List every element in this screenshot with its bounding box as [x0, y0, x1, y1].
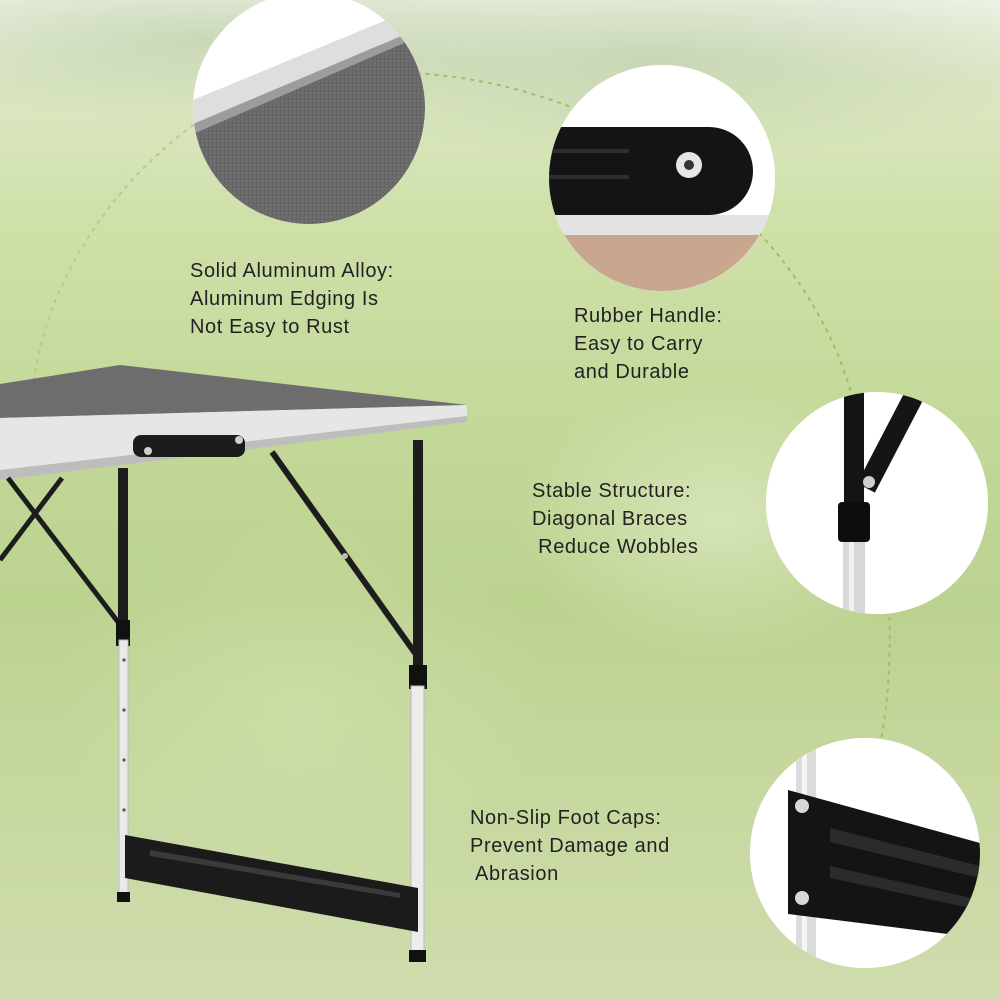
leg-highlight [849, 542, 854, 614]
feature-aluminum-line-2: Aluminum Edging Is [190, 288, 379, 310]
leg-hole [122, 658, 126, 662]
feature-footcaps-line-2: Prevent Damage and [470, 835, 670, 857]
tabletop-texture [193, 32, 425, 224]
left-brace-2 [6, 476, 120, 624]
feature-structure-line-3: Reduce Wobbles [532, 536, 699, 558]
handle-ridge [549, 149, 629, 153]
handle-rivet-left [144, 447, 152, 455]
center-leg-upper [118, 468, 128, 628]
diagonal-brace [857, 392, 925, 493]
feature-handle-text: Rubber Handle: Easy to Carry and Durable [574, 302, 723, 386]
feature-aluminum-line-3: Not Easy to Rust [190, 316, 350, 338]
feature-aluminum-line-1: Solid Aluminum Alloy: [190, 260, 394, 282]
foot-bar-groove [830, 828, 980, 878]
aluminum-edge-shadow [193, 26, 425, 134]
feature-handle-line-2: Easy to Carry [574, 333, 703, 355]
right-foot-cap [409, 950, 426, 962]
table-handle [133, 435, 245, 457]
aluminum-edge-closeup [193, 0, 425, 224]
bracket-screw [795, 891, 809, 905]
feature-handle-line-3: and Durable [574, 361, 690, 383]
bottom-foot-bar [125, 835, 418, 932]
screw-center [684, 160, 694, 170]
feature-structure-line-1: Stable Structure: [532, 480, 692, 502]
feature-structure-text: Stable Structure: Diagonal Braces Reduce … [532, 477, 699, 561]
foot-bar-groove [830, 866, 980, 910]
leg-upper-black [844, 392, 864, 510]
leg-hole [122, 758, 126, 762]
diagonal-brace-closeup [766, 392, 988, 614]
feature-footcaps-line-3: Abrasion [470, 863, 559, 885]
feature-handle-line-1: Rubber Handle: [574, 305, 723, 327]
foot-bar-groove [150, 850, 400, 898]
tabletop-surface [0, 365, 467, 418]
feature-footcaps-line-1: Non-Slip Foot Caps: [470, 807, 662, 829]
leg-clamp [838, 502, 870, 542]
left-brace-1 [0, 476, 64, 562]
rubber-handle-closeup [549, 65, 775, 291]
leg-hole [122, 708, 126, 712]
handle-ridge [549, 175, 629, 179]
bracket-screw [795, 799, 809, 813]
frame-edge [549, 215, 775, 235]
leg-hole [122, 808, 126, 812]
right-leg-upper [413, 440, 423, 685]
handle-rivet-right [235, 436, 243, 444]
brace-pivot [342, 553, 348, 559]
brace-rivet [863, 476, 875, 488]
feature-footcaps-text: Non-Slip Foot Caps: Prevent Damage and Ab… [470, 804, 670, 888]
feature-structure-line-2: Diagonal Braces [532, 508, 688, 530]
center-foot-cap [117, 892, 130, 902]
feature-aluminum-text: Solid Aluminum Alloy: Aluminum Edging Is N… [190, 257, 394, 341]
handle-body [549, 127, 753, 215]
guide-arc-right [299, 71, 891, 781]
foot-bar-bracket [788, 790, 980, 938]
right-leg-clamp [409, 665, 427, 689]
foot-cap-closeup [750, 738, 980, 968]
